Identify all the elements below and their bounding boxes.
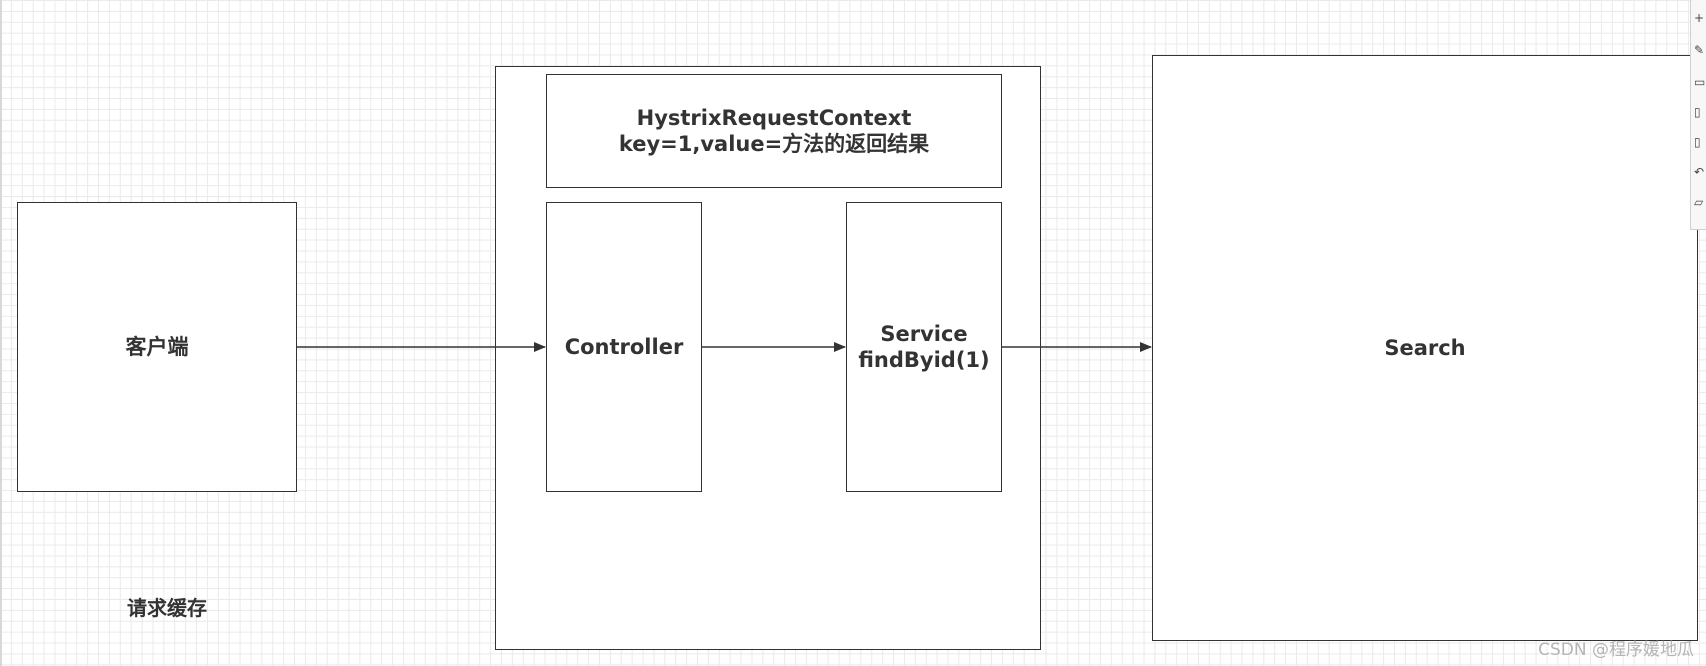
page-icon[interactable]: ▯ <box>1694 135 1701 149</box>
controller-label: Controller <box>564 334 684 359</box>
side-toolbar: + ✎ ▭ ▯ ▯ ↶ ▱ <box>1690 0 1706 230</box>
edit-icon[interactable]: ✎ <box>1694 43 1705 57</box>
controller-box[interactable]: Controller <box>546 202 702 492</box>
undo-icon[interactable]: ↶ <box>1694 165 1705 179</box>
request-context-box[interactable]: HystrixRequestContext key=1,value=方法的返回结… <box>546 74 1002 188</box>
search-label: Search <box>1384 335 1466 360</box>
watermark: CSDN @程序媛地瓜 <box>1538 640 1694 660</box>
plus-icon[interactable]: + <box>1694 11 1705 25</box>
search-box[interactable]: Search <box>1152 55 1698 641</box>
client-box[interactable]: 客户端 <box>17 202 297 492</box>
comment-icon[interactable]: ▱ <box>1694 195 1704 209</box>
service-call: findByid(1) <box>858 348 990 372</box>
client-label: 客户端 <box>125 334 189 359</box>
service-box[interactable]: Service findByid(1) <box>846 202 1002 492</box>
canvas-left-border <box>0 0 2 666</box>
caption-label: 请求缓存 <box>127 596 207 620</box>
context-title: HystrixRequestContext <box>636 105 912 130</box>
page-icon[interactable]: ▯ <box>1694 105 1701 119</box>
context-detail: key=1,value=方法的返回结果 <box>618 132 930 156</box>
service-name: Service <box>880 321 968 346</box>
clipboard-icon[interactable]: ▭ <box>1694 75 1706 89</box>
